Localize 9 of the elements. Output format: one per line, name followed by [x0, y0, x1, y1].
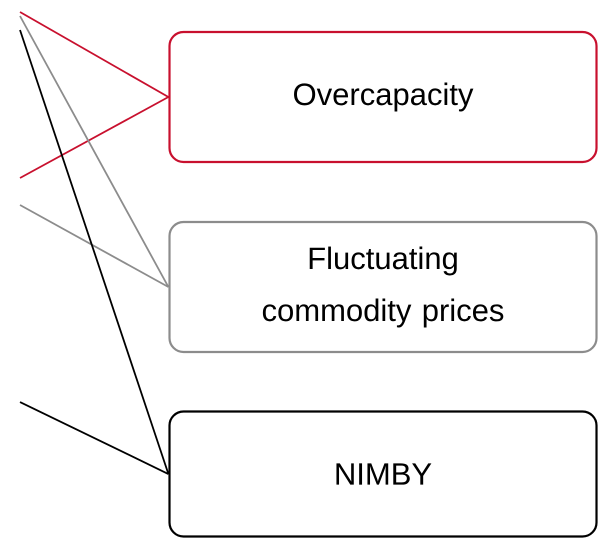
- process-box: NIMBY: [168, 410, 598, 538]
- connector-line: [19, 30, 170, 474]
- process-box: Fluctuating commodity prices: [168, 220, 598, 354]
- process-box: Overcapacity: [168, 30, 598, 164]
- connector-line: [20, 204, 169, 288]
- connector-line: [19, 16, 170, 288]
- connector-line: [20, 96, 169, 179]
- connector-line: [20, 11, 169, 98]
- connector-line: [20, 401, 169, 475]
